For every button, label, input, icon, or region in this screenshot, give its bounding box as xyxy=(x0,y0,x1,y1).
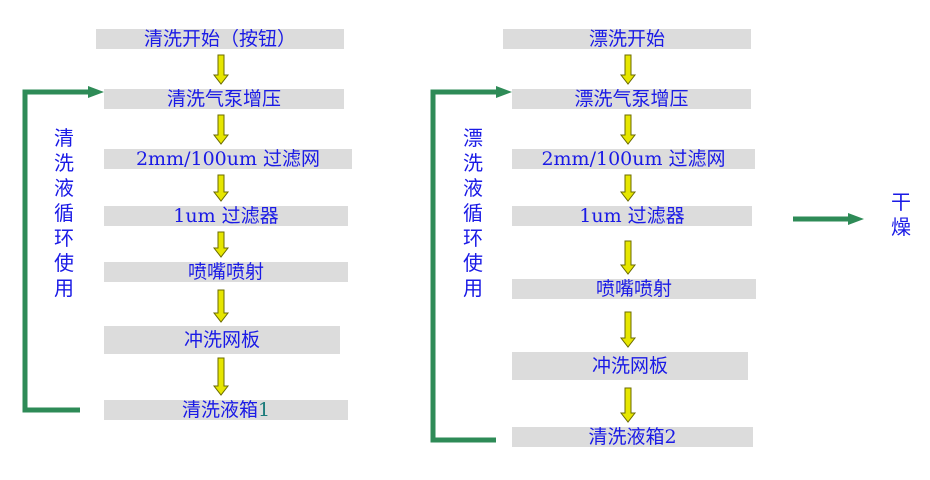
drying-label: 干燥 xyxy=(891,190,911,239)
right-step-nozzle-spray: 喷嘴喷射 xyxy=(512,279,756,299)
right-flow-arrow-5 xyxy=(619,311,637,348)
right-step-1um-filter: 1um 过滤器 xyxy=(512,206,752,226)
left-flow-arrow-1 xyxy=(212,54,230,85)
right-flow-arrow-6 xyxy=(619,387,637,423)
right-flow-arrow-3 xyxy=(619,174,637,202)
left-flow-arrow-3 xyxy=(212,174,230,202)
right-loop-label: 漂洗液循环使用 xyxy=(463,126,483,300)
right-step-rinse-stencil: 冲洗网板 xyxy=(512,352,748,380)
right-flow-arrow-4 xyxy=(619,240,637,275)
left-step-clean-tank-number: 1 xyxy=(257,399,271,421)
left-flow-arrow-2 xyxy=(212,114,230,145)
right-flow-arrow-2 xyxy=(619,114,637,145)
left-flow-arrow-6 xyxy=(212,357,230,396)
right-step-rinse-start: 漂洗开始 xyxy=(503,29,751,49)
right-flow-arrow-1 xyxy=(619,54,637,85)
left-step-clean-tank: 清洗液箱1 xyxy=(104,400,348,420)
left-flow-arrow-4 xyxy=(212,231,230,258)
left-step-clean-start: 清洗开始（按钮） xyxy=(96,29,344,49)
left-step-filter-mesh: 2mm/100um 过滤网 xyxy=(104,149,352,169)
left-step-nozzle-spray: 喷嘴喷射 xyxy=(104,262,348,282)
left-step-rinse-stencil: 冲洗网板 xyxy=(104,326,340,354)
output-arrowhead xyxy=(848,213,864,225)
right-loop-line xyxy=(430,89,500,443)
right-step-filter-mesh: 2mm/100um 过滤网 xyxy=(512,149,755,169)
right-loop-arrowhead xyxy=(496,86,512,98)
left-flow-arrow-5 xyxy=(212,289,230,323)
left-step-air-pump-pressurize: 清洗气泵增压 xyxy=(104,89,344,109)
left-loop-line xyxy=(22,89,92,413)
left-step-1um-filter: 1um 过滤器 xyxy=(104,206,348,226)
right-step-clean-tank: 清洗液箱2 xyxy=(512,427,753,447)
left-step-clean-tank-label: 清洗液箱 xyxy=(181,399,258,421)
right-step-air-pump-pressurize: 漂洗气泵增压 xyxy=(512,89,751,109)
left-loop-arrowhead xyxy=(88,86,104,98)
left-loop-label: 清洗液循环使用 xyxy=(54,126,74,300)
